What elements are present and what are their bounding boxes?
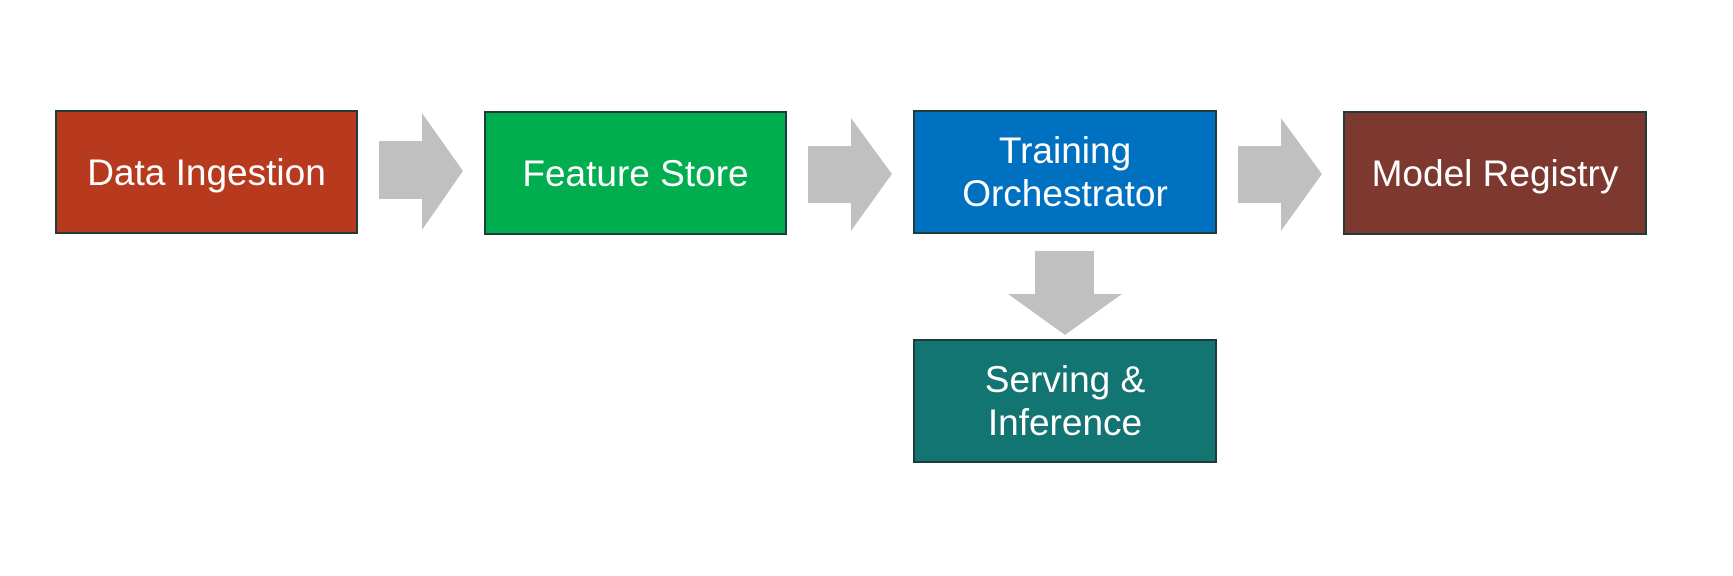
node-training-orchestrator: Training Orchestrator — [913, 110, 1217, 234]
node-label: Serving & Inference — [984, 359, 1146, 443]
arrow-right-icon — [1238, 118, 1322, 231]
arrow-right-icon — [379, 113, 463, 230]
arrow-right-icon — [808, 118, 892, 231]
node-model-registry: Model Registry — [1343, 111, 1647, 235]
node-data-ingestion: Data Ingestion — [55, 110, 358, 234]
arrow-down-icon — [1008, 251, 1122, 335]
node-feature-store: Feature Store — [484, 111, 787, 235]
node-label: Feature Store — [522, 152, 749, 194]
node-label: Model Registry — [1371, 152, 1619, 194]
node-label: Training Orchestrator — [962, 130, 1168, 214]
node-label: Data Ingestion — [87, 151, 326, 193]
node-serving-inference: Serving & Inference — [913, 339, 1217, 463]
